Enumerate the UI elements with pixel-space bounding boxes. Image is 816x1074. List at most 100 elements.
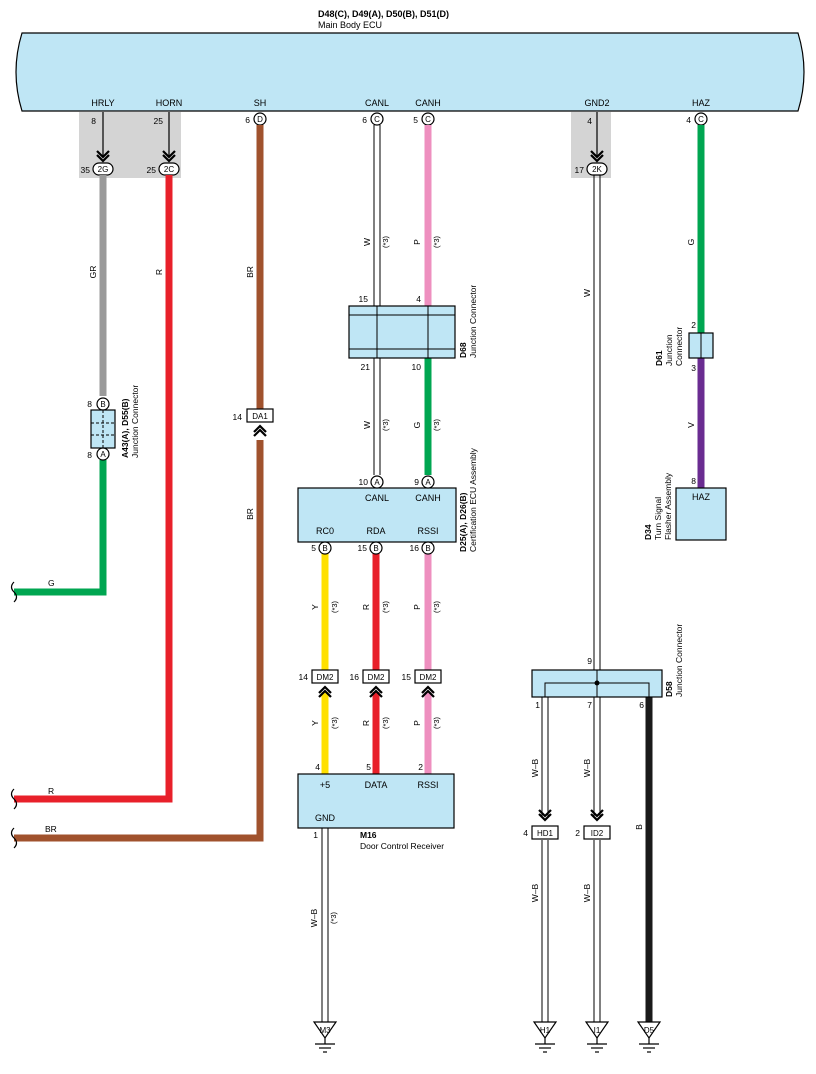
- svg-text:CANH: CANH: [415, 493, 441, 503]
- svg-text:2: 2: [691, 320, 696, 330]
- inline-da1: DA1 14: [233, 408, 274, 438]
- svg-text:7: 7: [587, 700, 592, 710]
- pin-label-hrly: HRLY: [91, 98, 114, 108]
- ground-h1: H1: [533, 1021, 557, 1053]
- pin-num-sh: 6: [245, 115, 250, 125]
- ground-i1: I1: [585, 1021, 609, 1053]
- label-wb-d58-7-upper: W–B: [582, 758, 592, 777]
- inline-dm2-14: DM2 14: [299, 669, 339, 699]
- svg-text:D68: D68: [458, 342, 468, 358]
- label-b-d58-6: B: [634, 824, 644, 830]
- svg-text:5: 5: [311, 543, 316, 553]
- svg-text:Flasher Assembly: Flasher Assembly: [663, 472, 673, 540]
- svg-text:2K: 2K: [592, 165, 602, 174]
- pin-label-haz: HAZ: [692, 98, 711, 108]
- svg-text:D5: D5: [644, 1026, 655, 1035]
- note-canh: (*3): [432, 235, 441, 248]
- note-wb-m16: (*3): [329, 911, 338, 924]
- svg-text:9: 9: [414, 477, 419, 487]
- svg-text:8: 8: [87, 450, 92, 460]
- label-wb-m16: W–B: [309, 908, 319, 927]
- svg-text:B: B: [322, 544, 327, 553]
- svg-text:4: 4: [315, 762, 320, 772]
- svg-text:2G: 2G: [98, 165, 109, 174]
- svg-text:10: 10: [359, 477, 369, 487]
- pin-label-horn: HORN: [156, 98, 183, 108]
- svg-text:RC0: RC0: [316, 526, 334, 536]
- label-g-haz: G: [686, 239, 696, 246]
- svg-text:2: 2: [418, 762, 423, 772]
- label-wb-d58-1-upper: W–B: [530, 758, 540, 777]
- svg-text:25: 25: [147, 165, 157, 175]
- svg-text:Connector: Connector: [674, 327, 684, 366]
- svg-text:15: 15: [358, 543, 368, 553]
- left-label-br: BR: [45, 824, 57, 834]
- svg-text:M3: M3: [319, 1026, 331, 1035]
- pin-label-canl: CANL: [365, 98, 389, 108]
- svg-text:ID2: ID2: [591, 829, 604, 838]
- junction-connector-d61: 2 3 D61 Junction Connector: [654, 320, 714, 373]
- svg-text:Junction: Junction: [664, 334, 674, 366]
- svg-text:C: C: [425, 115, 431, 124]
- svg-text:RDA: RDA: [366, 526, 385, 536]
- label-br-lower: BR: [245, 508, 255, 520]
- svg-text:A: A: [100, 450, 106, 459]
- label-p-lower: P: [412, 720, 422, 726]
- pin-label-sh: SH: [254, 98, 267, 108]
- svg-text:D: D: [257, 115, 263, 124]
- junction-connector-d58: 9 1 7 6 D58 Junction Connector: [531, 624, 684, 710]
- svg-text:D25(A), D26(B): D25(A), D26(B): [458, 492, 468, 552]
- svg-text:B: B: [425, 544, 430, 553]
- wire-wb-m16: [321, 828, 329, 1022]
- note-canh-lower: (*3): [432, 418, 441, 431]
- svg-text:35: 35: [81, 165, 91, 175]
- note-p-lower: (*3): [432, 716, 441, 729]
- label-gr: GR: [88, 266, 98, 279]
- wire-g-left: [14, 460, 107, 596]
- label-w-canl: W: [362, 238, 372, 246]
- label-y-lower: Y: [310, 720, 320, 726]
- wire-wb-d58-7: [593, 697, 601, 1022]
- note-p-upper: (*3): [432, 600, 441, 613]
- ecu-name: Main Body ECU: [318, 20, 382, 30]
- svg-text:15: 15: [359, 294, 369, 304]
- pin-label-gnd2: GND2: [584, 98, 609, 108]
- wire-w-canl-lower: [373, 358, 381, 475]
- svg-text:1: 1: [313, 830, 318, 840]
- door-control-receiver-m16: 4 5 2 +5 DATA RSSI GND 1 M16 Door Contro…: [297, 762, 455, 851]
- svg-text:D58: D58: [664, 681, 674, 697]
- junction-connector-a43-d55: 8 B A 8 A43(A), D55(B) Junction Connecto…: [87, 385, 140, 461]
- ecu-pin-sh-connector: D: [253, 112, 267, 126]
- ecu-box: [15, 32, 805, 112]
- svg-text:D61: D61: [654, 350, 664, 366]
- label-wb-d58-1-lower: W–B: [530, 883, 540, 902]
- note-r-upper: (*3): [381, 600, 390, 613]
- svg-text:5: 5: [366, 762, 371, 772]
- svg-text:16: 16: [350, 672, 360, 682]
- label-g-canh: G: [412, 422, 422, 429]
- label-br-upper: BR: [245, 266, 255, 278]
- svg-text:B: B: [373, 544, 378, 553]
- inline-2c: 2C 25: [147, 112, 180, 176]
- svg-text:16: 16: [410, 543, 420, 553]
- svg-text:8: 8: [87, 399, 92, 409]
- svg-text:RSSI: RSSI: [417, 780, 438, 790]
- ground-m3: M3: [313, 1021, 337, 1053]
- svg-text:4: 4: [416, 294, 421, 304]
- junction-connector-d68: 15 4 21 10 D68 Junction Connector: [348, 285, 478, 372]
- svg-text:CANL: CANL: [365, 493, 389, 503]
- pin-num-horn: 25: [154, 116, 164, 126]
- note-y-upper: (*3): [330, 600, 339, 613]
- note-y-lower: (*3): [330, 716, 339, 729]
- inline-id2: ID2 2: [575, 808, 611, 840]
- wire-break-marks: [10, 581, 18, 849]
- svg-text:Certification ECU Assembly: Certification ECU Assembly: [468, 447, 478, 552]
- svg-text:2: 2: [575, 828, 580, 838]
- svg-text:RSSI: RSSI: [417, 526, 438, 536]
- svg-text:Turn Signal: Turn Signal: [653, 497, 663, 540]
- wire-w-gnd2: [593, 175, 601, 670]
- inline-dm2-16: DM2 16: [350, 669, 390, 699]
- svg-text:Junction Connector: Junction Connector: [468, 285, 478, 358]
- svg-text:DATA: DATA: [365, 780, 388, 790]
